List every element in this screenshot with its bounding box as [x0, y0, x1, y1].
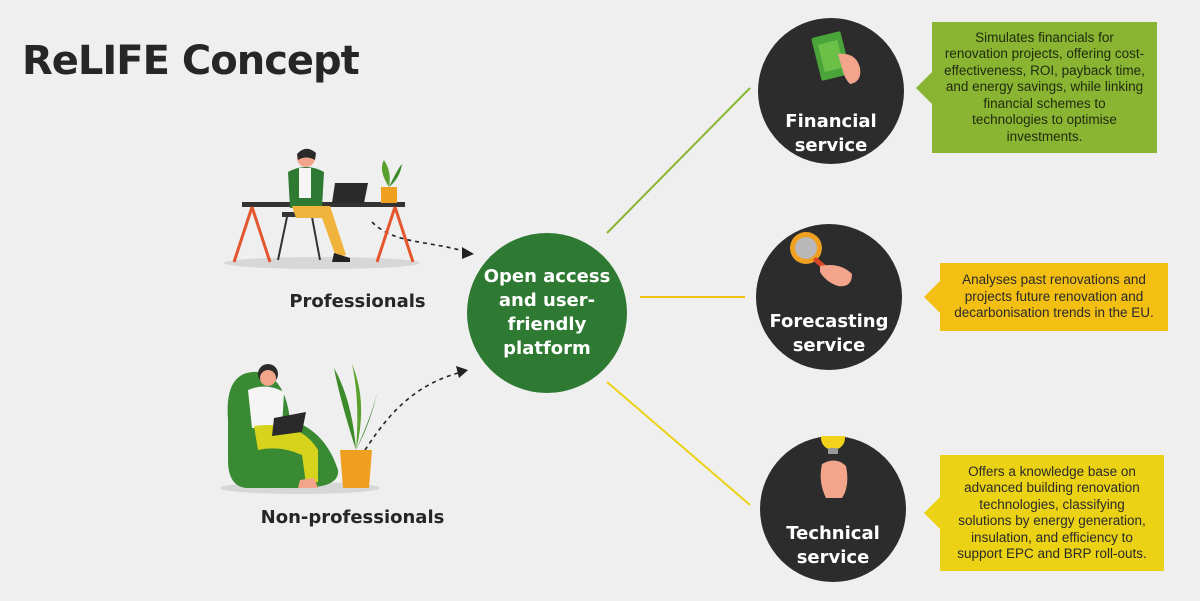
financial-service-circle: Financial service [758, 18, 904, 164]
professionals-label: Professionals [289, 291, 426, 312]
arrow-non-professionals [364, 371, 463, 451]
platform-hub-label: Open access and user-friendly platform [483, 266, 611, 359]
page-title: ReLIFE Concept [22, 38, 360, 84]
platform-hub: Open access and user-friendly platform [467, 233, 627, 393]
technical-service-circle: Technical service [760, 436, 906, 582]
arrow-head-non-professionals [456, 366, 468, 378]
connector-technical [606, 381, 751, 506]
forecasting-service-description-text: Analyses past renovations and projects f… [954, 272, 1154, 321]
money-hand-icon [811, 31, 861, 84]
technical-service-description: Offers a knowledge base on advanced buil… [924, 455, 1164, 571]
professional-illustration [224, 148, 420, 269]
lightbulb-hand-icon [820, 436, 848, 498]
non-professionals-label: Non-professionals [260, 507, 445, 528]
forecasting-service-description: Analyses past renovations and projects f… [924, 263, 1168, 331]
forecasting-service-circle: Forecasting service [756, 224, 902, 370]
financial-service-label: Financial service [785, 111, 877, 156]
financial-service-description: Simulates financials for renovation proj… [916, 22, 1157, 153]
connector-financial [606, 87, 751, 234]
financial-service-description-text: Simulates financials for renovation proj… [944, 29, 1145, 144]
technical-service-description-text: Offers a knowledge base on advanced buil… [957, 463, 1147, 562]
arrow-professionals [371, 221, 471, 254]
forecasting-service-label: Forecasting service [769, 311, 889, 356]
magnifying-glass-icon [790, 232, 852, 287]
arrow-head-professionals [462, 247, 474, 259]
technical-service-label: Technical service [786, 523, 880, 568]
non-professional-illustration [220, 364, 380, 494]
